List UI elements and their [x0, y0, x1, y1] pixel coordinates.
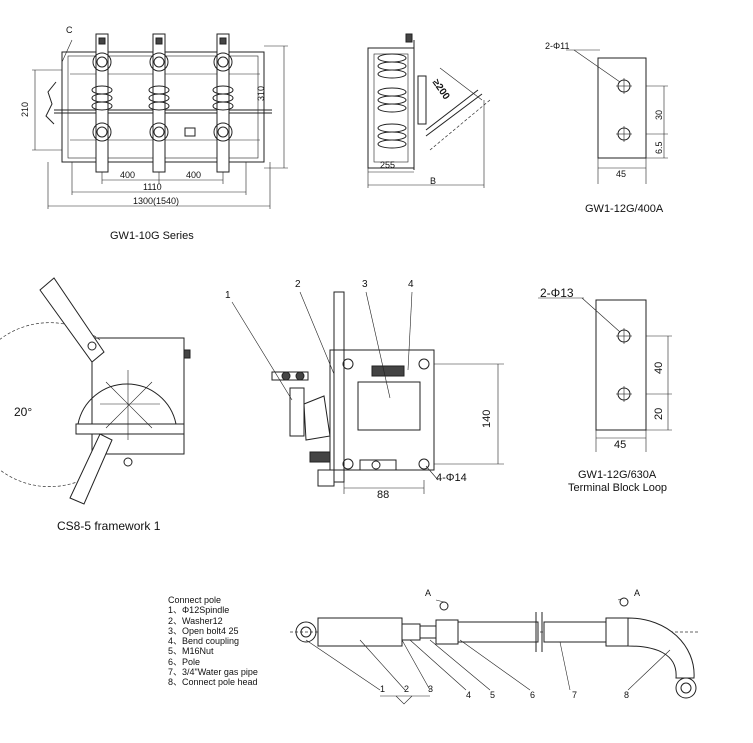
gw1-10g-dim-310: 310 — [256, 85, 266, 101]
connect-pole-title: Connect pole — [168, 595, 222, 605]
gw1-400a-holes: 2-Φ11 — [545, 41, 570, 51]
connect-pole-item: 3、Open bolt4 25 — [168, 625, 239, 636]
gw1-10g-dim-400-left: 400 — [120, 170, 136, 180]
connect-pole-callout-1: 1 — [380, 684, 386, 694]
pole-1 — [91, 33, 113, 173]
connect-pole-item: 8、Connect pole head — [168, 677, 258, 688]
mechanism-callout-1: 1 — [225, 290, 231, 301]
mechanism-callout-3: 3 — [362, 279, 368, 290]
connect-pole-item: 6、Pole — [168, 656, 201, 667]
connect-pole-item: 5、M16Nut — [168, 646, 214, 657]
gw1-10g-dim-1300: 1300(1540) — [133, 196, 180, 206]
cs8-5-angle: 20° — [14, 405, 33, 419]
connect-pole-callout-6: 6 — [530, 690, 536, 700]
pole-3 — [212, 33, 234, 173]
mechanism-callout-2: 2 — [295, 279, 301, 290]
connect-pole-label-a-left: A — [425, 588, 432, 598]
connect-pole-item: 4、Bend coupling — [168, 636, 240, 647]
connect-pole-callout-3: 3 — [428, 684, 434, 694]
gw1-400a-dim-6-5: 6.5 — [654, 141, 664, 154]
pole-2 — [148, 33, 170, 173]
connect-pole-callout-7: 7 — [572, 690, 578, 700]
gw1-10g-dim-1110: 1110 — [143, 182, 162, 192]
connect-pole-drawing — [290, 597, 700, 705]
gw1-630a-dim-45: 45 — [614, 439, 627, 451]
side-label-b: B — [430, 176, 437, 186]
gw1-10g-side-view — [367, 33, 491, 188]
mechanism-callout-4: 4 — [408, 279, 414, 290]
gw1-400a-caption: GW1-12G/400A — [585, 203, 664, 215]
connect-pole-callout-4: 4 — [466, 690, 472, 700]
connect-pole-item: 7、3/4"Water gas pipe — [168, 667, 258, 678]
cs8-5-caption: CS8-5 framework 1 — [57, 519, 161, 533]
gw1-630a-dim-20: 20 — [653, 407, 665, 420]
gw1-630a-dim-40: 40 — [653, 361, 665, 374]
connect-pole-label-a-right: A — [634, 588, 641, 598]
mechanism-assembly — [231, 291, 504, 494]
connect-pole-callout-8: 8 — [624, 690, 630, 700]
gw1-630a-terminal — [538, 297, 672, 452]
gw1-10g-dim-210: 210 — [20, 101, 30, 117]
connect-pole-item: 2、Washer12 — [168, 615, 223, 626]
mechanism-dim-88: 88 — [377, 489, 390, 501]
side-dim-255: 255 — [380, 160, 396, 170]
gw1-400a-dim-30: 30 — [654, 109, 664, 120]
cs8-5-framework — [0, 277, 191, 505]
gw1-10g-caption: GW1-10G Series — [110, 230, 194, 242]
gw1-10g-dim-400-right: 400 — [186, 170, 202, 180]
connect-pole-legend: Connect pole 1、Φ12Spindle 2、Washer12 3、O… — [168, 595, 258, 688]
gw1-630a-caption-line1: GW1-12G/630A — [578, 469, 657, 481]
gw1-400a-dim-45: 45 — [616, 169, 627, 179]
gw1-10g-label-c: C — [66, 25, 73, 35]
connect-pole-callout-5: 5 — [490, 690, 496, 700]
mechanism-dim-140: 140 — [481, 409, 493, 428]
gw1-630a-caption-line2: Terminal Block Loop — [568, 482, 668, 494]
gw1-630a-holes: 2-Φ13 — [540, 286, 574, 300]
gw1-400a-terminal — [566, 49, 668, 184]
connect-pole-item: 1、Φ12Spindle — [168, 605, 230, 616]
mechanism-holes: 4-Φ14 — [436, 472, 467, 484]
gw1-10g-front-view — [32, 33, 288, 209]
connect-pole-callout-2: 2 — [404, 684, 410, 694]
